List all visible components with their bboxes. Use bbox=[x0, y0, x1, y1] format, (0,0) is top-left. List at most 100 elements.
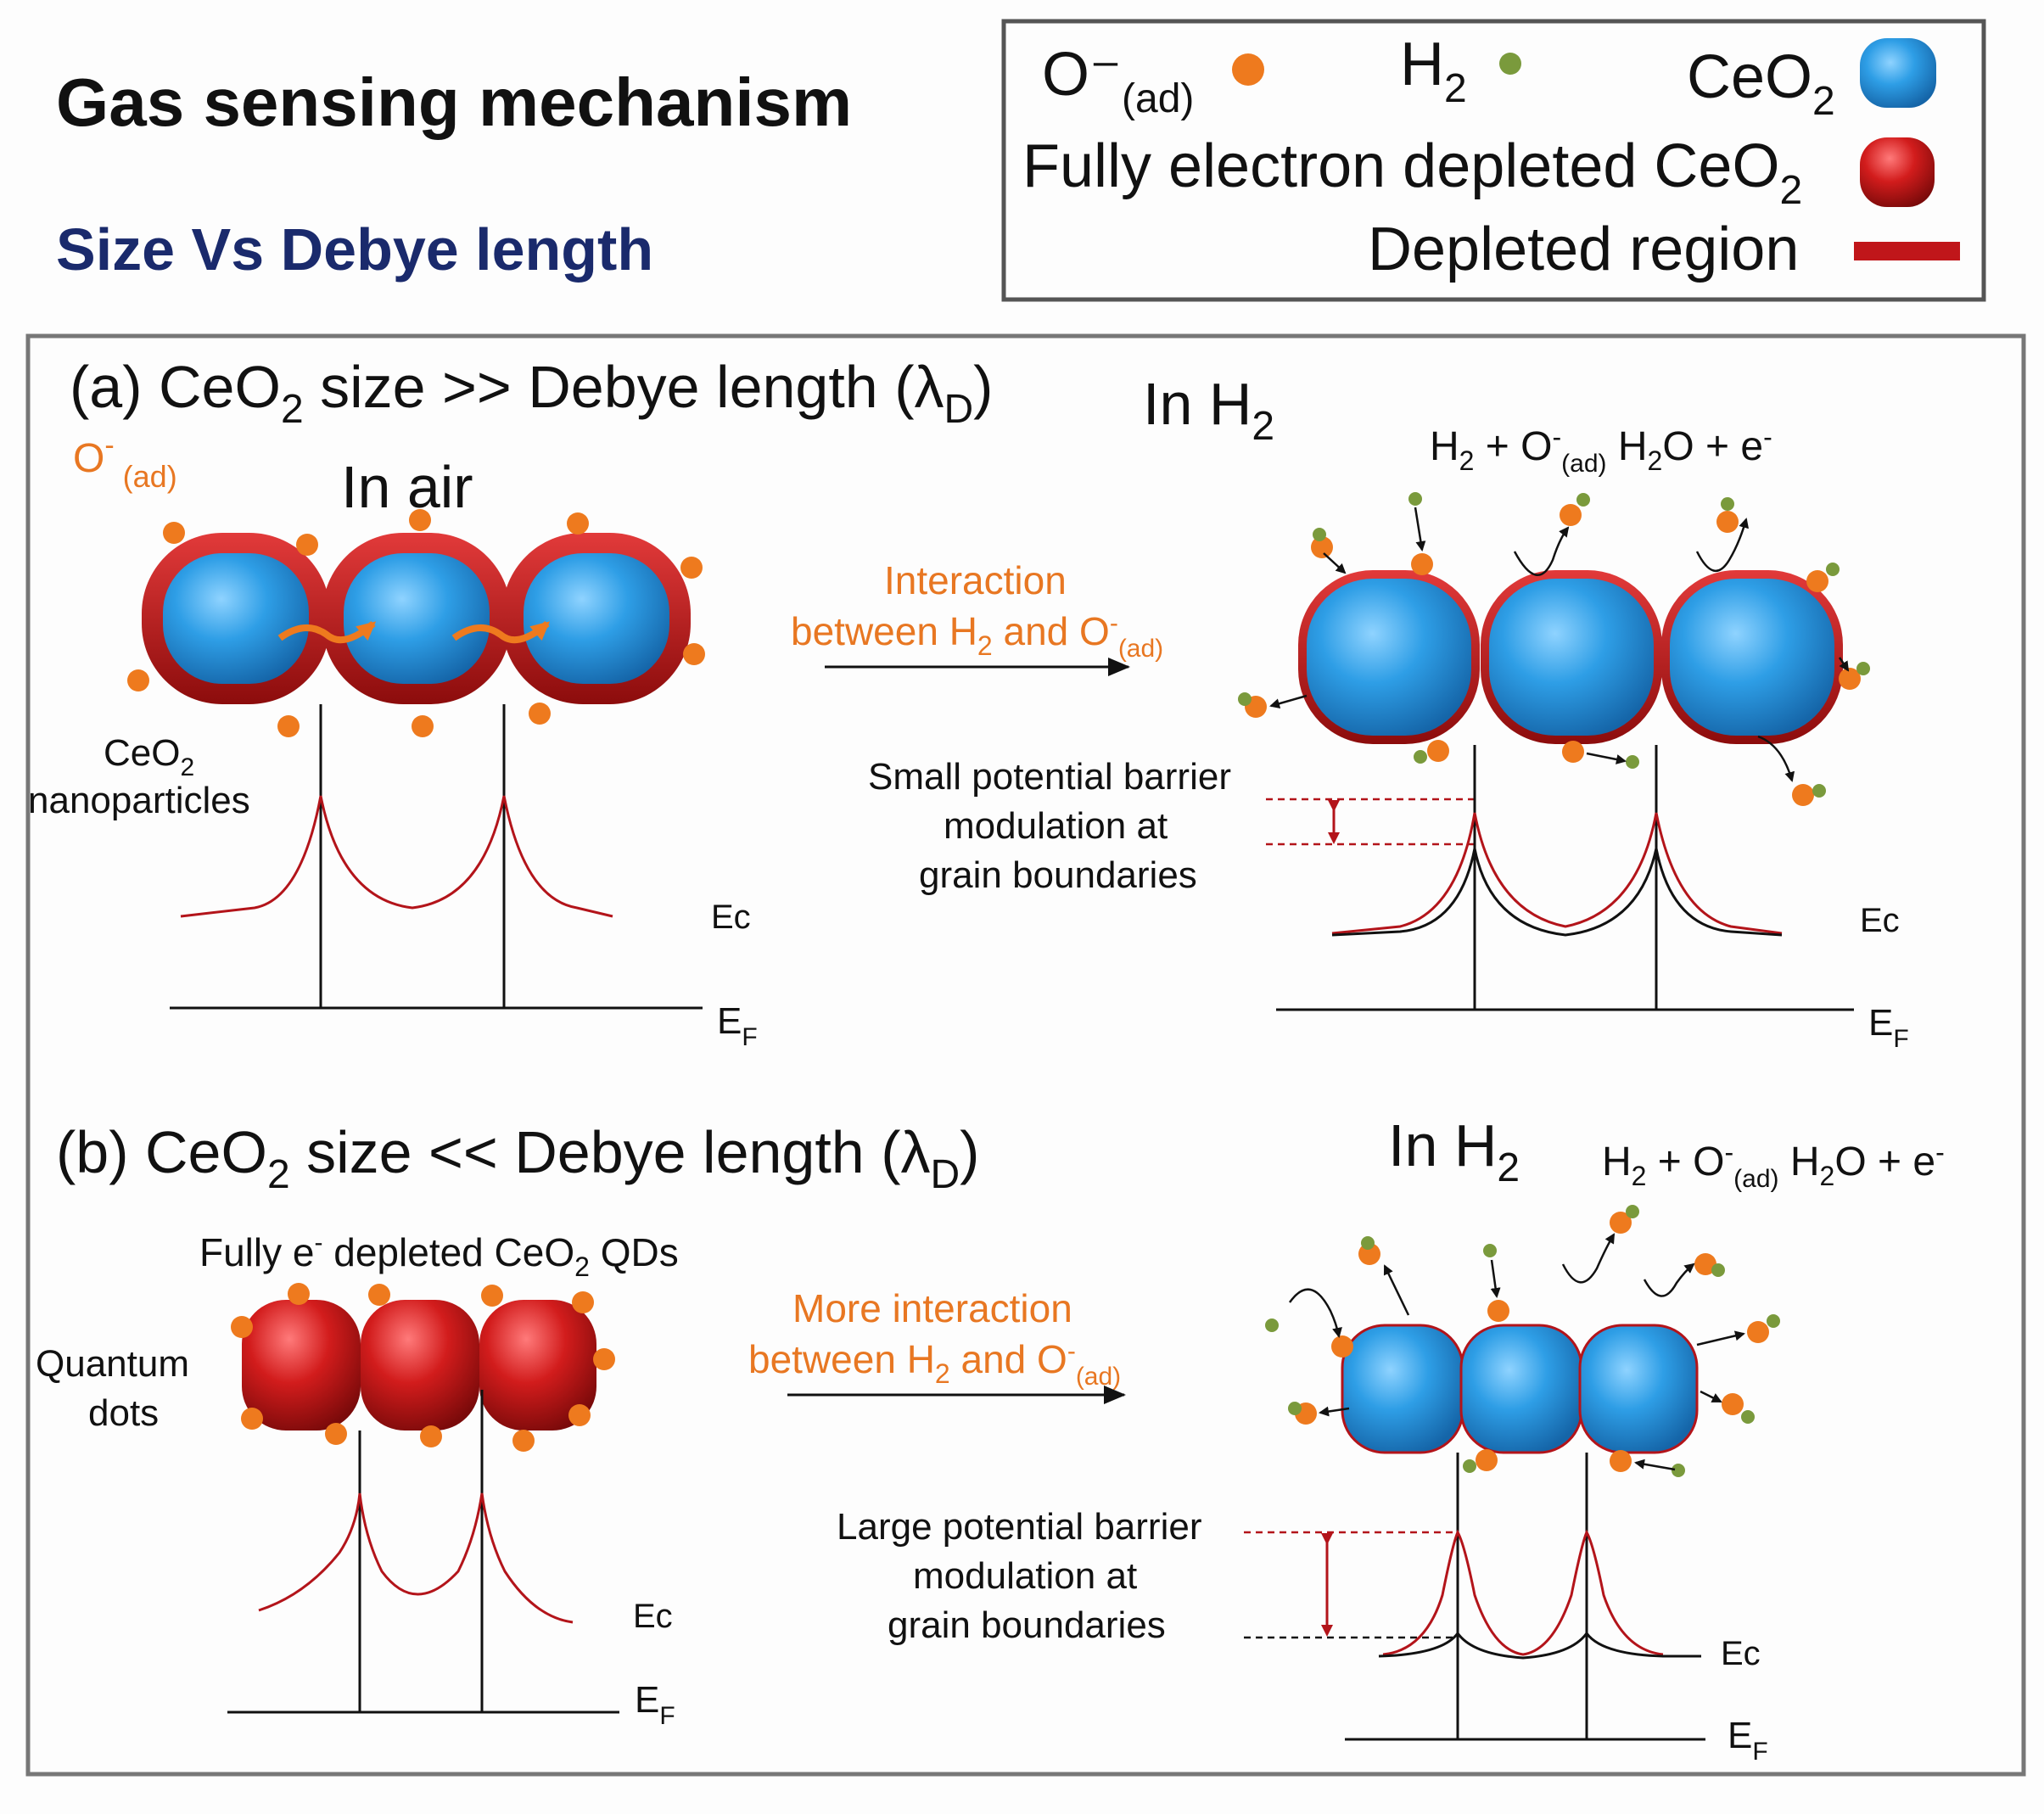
panel-a-reaction: H2 + O-(ad) H2O + e- bbox=[1430, 422, 1772, 478]
oxygen-dot bbox=[1722, 1393, 1744, 1415]
h2-dot bbox=[1313, 528, 1326, 541]
h2-dot bbox=[1408, 492, 1422, 506]
reaction-arrow bbox=[1490, 1259, 1501, 1298]
h2-dot bbox=[1741, 1410, 1755, 1424]
h2-dot bbox=[1721, 497, 1734, 511]
oxygen-dot bbox=[325, 1423, 347, 1445]
h2-dot bbox=[1288, 1402, 1302, 1415]
oxygen-dot bbox=[1610, 1450, 1632, 1472]
ec-label: Ec bbox=[711, 899, 751, 936]
reaction-arrow bbox=[1757, 735, 1795, 782]
oxygen-dot bbox=[572, 1291, 594, 1313]
air-particle-3-core bbox=[524, 553, 669, 684]
panel-a-h2-band-diagram: Ec EF bbox=[1266, 745, 1909, 1053]
panel-b-interaction-label-2: between H2 and O-(ad) bbox=[748, 1337, 1121, 1391]
h2-qd-3 bbox=[1578, 1324, 1699, 1454]
panel-b-qd-band-diagram: Ec EF bbox=[227, 1390, 675, 1730]
oxygen-dot bbox=[1716, 511, 1739, 533]
legend-ceo2-swatch bbox=[1860, 38, 1936, 108]
h2-dot bbox=[1265, 1319, 1279, 1332]
panel-a-barrier-label-3: grain boundaries bbox=[919, 854, 1197, 896]
h2-dot bbox=[1238, 692, 1252, 706]
panel-a-barrier-label-1: Small potential barrier bbox=[868, 756, 1231, 798]
panel-b: (b) CeO2 size << Debye length (λD) Fully… bbox=[36, 1112, 1945, 1766]
oxygen-dot bbox=[277, 715, 300, 737]
air-particle-2-core bbox=[344, 553, 490, 684]
panel-b-h2-molecules bbox=[1265, 1205, 1780, 1477]
panel-b-barrier-label-1: Large potential barrier bbox=[837, 1506, 1201, 1548]
reaction-arrow bbox=[1561, 1233, 1616, 1284]
oxygen-dot bbox=[512, 1430, 535, 1452]
reaction-arrow bbox=[1586, 752, 1627, 764]
h2-dot bbox=[1463, 1459, 1476, 1473]
legend: O⁻(ad) H2 CeO2 Fully electron depleted C… bbox=[1001, 19, 1986, 302]
panel-a-h2-molecules bbox=[1238, 492, 1870, 806]
oxygen-dot bbox=[368, 1284, 390, 1306]
panel-a-air-oxygen-dots bbox=[127, 509, 705, 737]
panel-b-h2-band-diagram: Ec EF bbox=[1244, 1453, 1768, 1766]
oxygen-dot bbox=[593, 1348, 615, 1370]
legend-depleted-swatch bbox=[1860, 137, 1935, 207]
h2-dot bbox=[1856, 662, 1870, 675]
reaction-arrow bbox=[1269, 694, 1308, 709]
legend-depleted-region-swatch bbox=[1854, 242, 1960, 260]
quantum-dot-3 bbox=[479, 1300, 596, 1430]
panel-a-heading: (a) CeO2 size >> Debye length (λD) bbox=[70, 354, 993, 432]
ef-label: EF bbox=[1728, 1715, 1768, 1766]
panel-b-qd-label: Fully e- depleted CeO2 QDs bbox=[199, 1229, 679, 1282]
legend-h2-dot bbox=[1499, 53, 1521, 75]
panel-a-air-particles bbox=[142, 533, 691, 704]
oxygen-dot bbox=[1427, 740, 1449, 762]
electron-flow-arrow-1 bbox=[277, 620, 377, 644]
reaction-arrow bbox=[1643, 1263, 1695, 1297]
reaction-arrow bbox=[1696, 1330, 1745, 1347]
panel-b-interaction-label: More interaction bbox=[792, 1286, 1072, 1330]
panel-a-interaction-label: Interaction bbox=[884, 558, 1067, 602]
legend-oad-label: O⁻(ad) bbox=[1042, 41, 1194, 121]
oxygen-dot bbox=[1476, 1449, 1498, 1471]
conduction-band-curve-air bbox=[1382, 1529, 1664, 1656]
oxygen-dot bbox=[231, 1316, 253, 1338]
oxygen-dot bbox=[529, 703, 551, 725]
oxygen-dot bbox=[163, 522, 185, 544]
h2-particle-1-core bbox=[1307, 579, 1471, 736]
oxygen-dot bbox=[288, 1283, 310, 1305]
oxygen-dot bbox=[1331, 1335, 1353, 1358]
conduction-band-curve-h2 bbox=[1378, 1631, 1701, 1660]
oxygen-dot bbox=[567, 512, 589, 535]
oxygen-dot bbox=[481, 1285, 503, 1307]
oxygen-dot bbox=[1839, 668, 1861, 690]
conduction-band-curve bbox=[258, 1492, 574, 1624]
oxygen-dot bbox=[1311, 536, 1333, 558]
ef-label: EF bbox=[635, 1679, 675, 1730]
legend-frame bbox=[1001, 19, 1986, 302]
oxygen-dot bbox=[568, 1404, 591, 1426]
panel-b-in-h2: In H2 bbox=[1388, 1112, 1520, 1190]
air-particle-1-core bbox=[163, 553, 309, 684]
electron-flow-arrow-2 bbox=[451, 620, 551, 644]
reaction-arrow bbox=[1634, 1458, 1676, 1471]
oxygen-dot bbox=[1562, 741, 1584, 763]
panel-b-reaction: H2 + O-(ad) H2O + e- bbox=[1602, 1137, 1945, 1193]
panel-b-heading: (b) CeO2 size << Debye length (λD) bbox=[56, 1119, 979, 1197]
h2-dot bbox=[1414, 750, 1427, 764]
oxygen-dot bbox=[296, 534, 318, 556]
oxygen-dot bbox=[241, 1408, 263, 1430]
panel-b-barrier-label-3: grain boundaries bbox=[888, 1604, 1166, 1646]
panel-b-h2-particles bbox=[1341, 1324, 1699, 1454]
conduction-band-curve-air bbox=[1331, 812, 1783, 935]
page-subtitle: Size Vs Debye length bbox=[56, 216, 653, 283]
h2-dot bbox=[1826, 563, 1840, 576]
h2-dot bbox=[1483, 1244, 1497, 1257]
quantum-dot-2 bbox=[361, 1300, 479, 1430]
h2-dot bbox=[1361, 1236, 1375, 1250]
oxygen-dot bbox=[412, 715, 434, 737]
ec-label: Ec bbox=[1860, 902, 1900, 939]
legend-depleted-ceo2-label: Fully electron depleted CeO2 bbox=[1022, 132, 1802, 213]
oxygen-dot bbox=[420, 1425, 442, 1447]
h2-dot bbox=[1767, 1314, 1780, 1328]
panel-b-barrier-label-2: modulation at bbox=[913, 1555, 1137, 1597]
ef-label: EF bbox=[717, 1000, 758, 1051]
panel-a-h2-particles bbox=[1298, 570, 1843, 744]
ec-label: Ec bbox=[633, 1598, 673, 1635]
